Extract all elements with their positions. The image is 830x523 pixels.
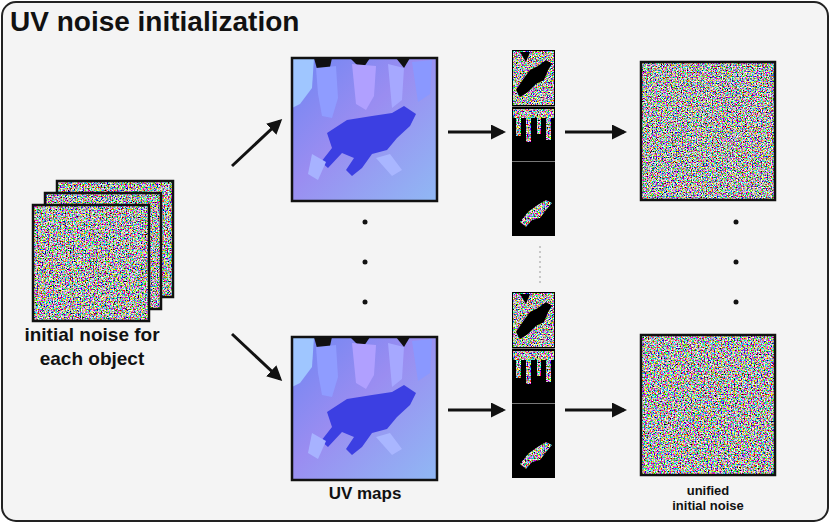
image-label: unified initial noise xyxy=(668,484,748,514)
projected-noise-strip xyxy=(512,50,555,236)
uv-map-image xyxy=(292,58,437,201)
ellipsis-dots xyxy=(540,246,541,284)
diagram-title: UV noise initialization xyxy=(10,5,299,39)
unified-noise-image xyxy=(641,62,775,475)
uv-map-image xyxy=(292,337,437,480)
image-label: UV maps xyxy=(329,484,402,504)
projected-noise-strip xyxy=(512,292,555,478)
initial-noise-stack xyxy=(33,181,173,321)
image-label: initial noise for each object xyxy=(12,323,172,371)
